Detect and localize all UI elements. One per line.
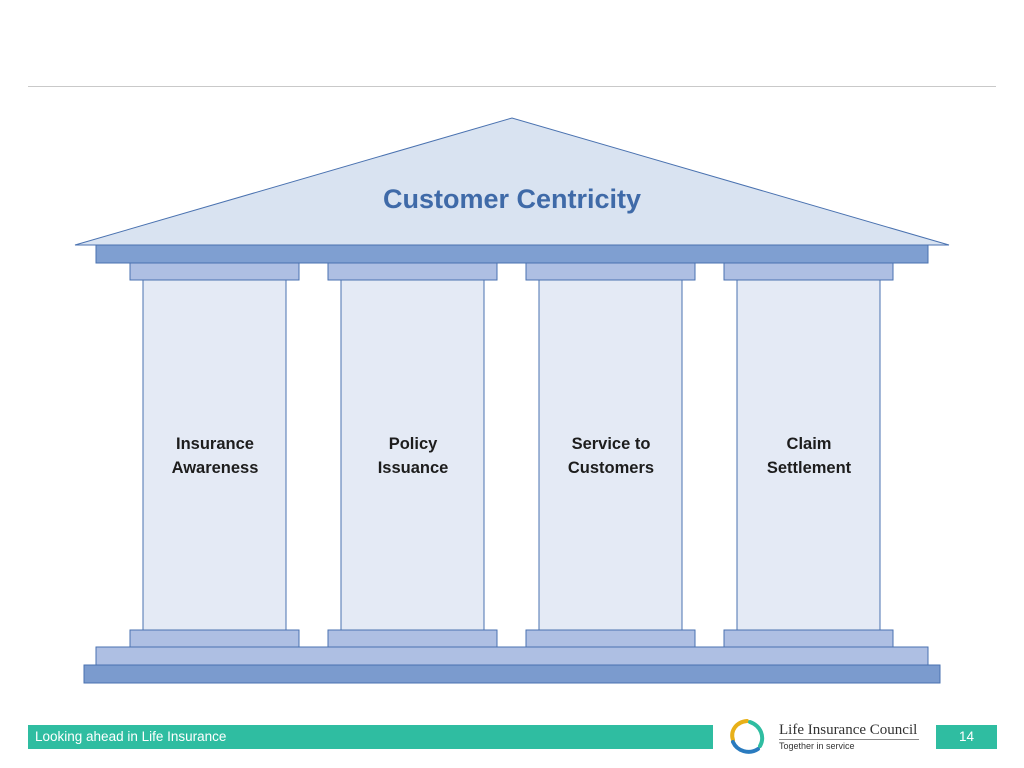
roof-title: Customer Centricity — [382, 184, 642, 214]
pillar-2-label: Policy Issuance — [341, 432, 485, 480]
footer-text: Looking ahead in Life Insurance — [35, 729, 227, 744]
logo-subtitle: Together in service — [779, 741, 855, 751]
pillar-4-label: Claim Settlement — [737, 432, 881, 480]
top-divider — [28, 86, 996, 87]
footer-bar: Looking ahead in Life Insurance — [28, 725, 713, 749]
pillar-shaft — [736, 279, 881, 631]
pillar-1-label: Insurance Awareness — [143, 432, 287, 480]
temple-roof — [74, 117, 950, 246]
pillar-capital — [327, 262, 498, 281]
pillar-shaft — [142, 279, 287, 631]
pillar-3 — [525, 262, 696, 648]
pillar-2 — [327, 262, 498, 648]
pillar-3-label-line2: Customers — [567, 459, 655, 477]
logo-title: Life Insurance Council — [779, 722, 918, 738]
pillar-capital — [525, 262, 696, 281]
page-number-box: 14 — [936, 725, 997, 749]
pillar-shaft — [340, 279, 485, 631]
pillar-plinth — [723, 629, 894, 648]
pillar-plinth — [525, 629, 696, 648]
pillar-3-label: Service to Customers — [539, 432, 683, 480]
pillar-4-label-line1: Claim — [786, 435, 832, 453]
pillar-4-label-line2: Settlement — [766, 459, 852, 477]
base-step-upper — [95, 646, 929, 666]
pillar-plinth — [327, 629, 498, 648]
roof-beam — [95, 244, 929, 264]
pillar-4 — [723, 262, 894, 648]
pillar-capital — [129, 262, 300, 281]
pillar-3-label-line1: Service to — [571, 435, 651, 453]
pillar-plinth — [129, 629, 300, 648]
base-step-lower — [83, 664, 941, 684]
pillar-2-label-line1: Policy — [388, 435, 438, 453]
page-number: 14 — [958, 729, 975, 744]
pillar-shaft — [538, 279, 683, 631]
pillar-capital — [723, 262, 894, 281]
pillar-1-label-line2: Awareness — [171, 459, 259, 477]
pillar-1 — [129, 262, 300, 648]
council-logo-icon — [730, 719, 765, 754]
pillar-2-label-line2: Issuance — [377, 459, 449, 477]
pillar-1-label-line1: Insurance — [176, 435, 254, 453]
logo-divider — [779, 739, 919, 740]
